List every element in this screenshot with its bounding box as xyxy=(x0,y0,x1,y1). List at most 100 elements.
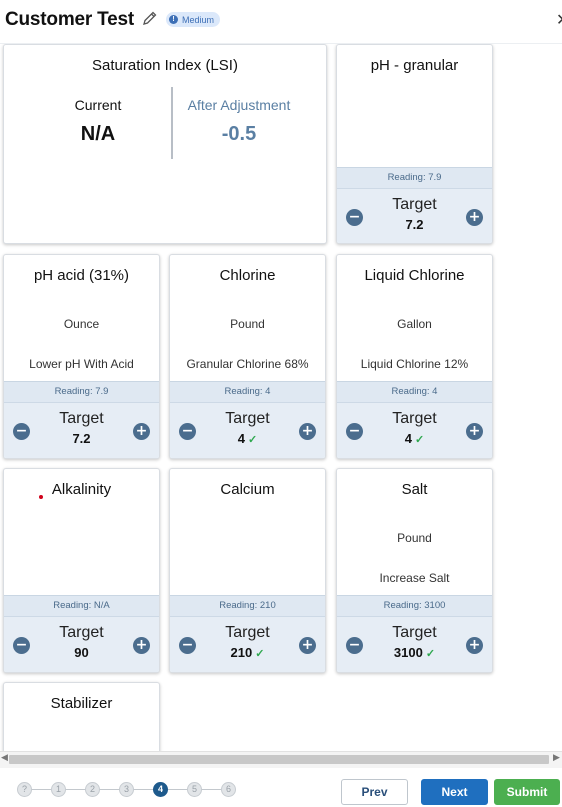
card-title: Chlorine xyxy=(219,267,276,284)
alert-dot-icon xyxy=(39,495,43,499)
target-control: − Target 4✓ + xyxy=(337,402,492,458)
decrease-button[interactable]: − xyxy=(179,637,196,654)
page-title: Customer Test xyxy=(5,9,135,30)
card-grid[interactable]: Saturation Index (LSI) Current N/A After… xyxy=(0,44,562,751)
increase-button[interactable]: + xyxy=(299,423,316,440)
product-label: Liquid Chlorine 12% xyxy=(360,357,469,371)
step-5[interactable]: 5 xyxy=(187,782,202,797)
target-label: Target xyxy=(392,410,437,427)
scrollbar-thumb[interactable] xyxy=(9,755,549,764)
target-value: 7.2 xyxy=(405,217,424,232)
decrease-button[interactable]: − xyxy=(13,423,30,440)
increase-button[interactable]: + xyxy=(133,423,150,440)
target-label: Target xyxy=(225,624,270,641)
submit-button[interactable]: Submit xyxy=(494,779,560,805)
card-liquid-chlorine: Liquid Chlorine Gallon Liquid Chlorine 1… xyxy=(336,254,493,459)
unit-label: Pound xyxy=(397,531,432,545)
target-label: Target xyxy=(225,410,270,427)
reading-label: Reading: 4 xyxy=(337,381,492,402)
product-label: Increase Salt xyxy=(379,571,450,585)
product-label: Lower pH With Acid xyxy=(29,357,134,371)
increase-button[interactable]: + xyxy=(466,209,483,226)
reading-label: Reading: 4 xyxy=(170,381,325,402)
target-control: − Target 4✓ + xyxy=(170,402,325,458)
scroll-left-icon[interactable]: ◀ xyxy=(1,753,8,763)
target-control: − Target 90 + xyxy=(4,616,159,672)
card-title: Alkalinity xyxy=(51,481,112,498)
close-icon[interactable]: ✕ xyxy=(556,10,562,29)
card-calcium: Calcium Reading: 210 − Target 210✓ + xyxy=(169,468,326,673)
target-control: − Target 3100✓ + xyxy=(337,616,492,672)
product-label: Granular Chlorine 68% xyxy=(186,357,309,371)
check-icon: ✓ xyxy=(248,434,258,446)
decrease-button[interactable]: − xyxy=(346,637,363,654)
target-control: − Target 7.2 + xyxy=(337,188,492,243)
reading-label: Reading: 210 xyxy=(170,595,325,616)
lsi-current-value: N/A xyxy=(80,123,116,145)
increase-button[interactable]: + xyxy=(466,423,483,440)
unit-label: Pound xyxy=(230,317,265,331)
step-4[interactable]: 4 xyxy=(153,782,168,797)
card-title: pH acid (31%) xyxy=(33,267,130,284)
target-value: 210✓ xyxy=(230,645,265,660)
lsi-after-value: -0.5 xyxy=(221,123,257,145)
card-title: Calcium xyxy=(220,481,275,498)
check-icon: ✓ xyxy=(425,648,436,660)
decrease-button[interactable]: − xyxy=(179,423,196,440)
unit-label: Ounce xyxy=(63,317,100,331)
footer: ? 1 2 3 4 5 6 Prev Next Submit xyxy=(0,768,562,807)
target-control: − Target 7.2 + xyxy=(4,402,159,458)
lsi-card: Saturation Index (LSI) Current N/A After… xyxy=(3,44,327,244)
increase-button[interactable]: + xyxy=(299,637,316,654)
decrease-button[interactable]: − xyxy=(346,423,363,440)
step-6[interactable]: 6 xyxy=(221,782,236,797)
target-value: 7.2 xyxy=(72,431,91,446)
priority-label: Medium xyxy=(182,14,215,25)
lsi-current-label: Current xyxy=(74,97,122,113)
reading-label: Reading: N/A xyxy=(4,595,159,616)
horizontal-scrollbar[interactable]: ◀ ▶ xyxy=(0,751,562,768)
target-label: Target xyxy=(392,196,437,213)
prev-button[interactable]: Prev xyxy=(341,779,408,805)
increase-button[interactable]: + xyxy=(133,637,150,654)
target-value: 3100✓ xyxy=(393,645,436,660)
scroll-right-icon[interactable]: ▶ xyxy=(553,753,560,763)
step-3[interactable]: 3 xyxy=(119,782,134,797)
target-label: Target xyxy=(59,624,104,641)
next-button[interactable]: Next xyxy=(421,779,488,805)
step-help[interactable]: ? xyxy=(17,782,32,797)
card-title: Liquid Chlorine xyxy=(364,267,465,284)
increase-button[interactable]: + xyxy=(466,637,483,654)
target-value: 90 xyxy=(74,645,89,660)
card-title: Salt xyxy=(401,481,428,498)
target-control: − Target 210✓ + xyxy=(170,616,325,672)
card-title: pH - granular xyxy=(370,57,459,74)
step-1[interactable]: 1 xyxy=(51,782,66,797)
card-stabilizer: Stabilizer xyxy=(3,682,160,751)
pencil-icon[interactable] xyxy=(142,10,158,26)
card-ph-acid: pH acid (31%) Ounce Lower pH With Acid R… xyxy=(3,254,160,459)
priority-badge: ! Medium xyxy=(166,12,221,27)
card-ph-granular: pH - granular Reading: 7.9 − Target 7.2 … xyxy=(336,44,493,244)
reading-label: Reading: 7.9 xyxy=(337,167,492,188)
target-value: 4✓ xyxy=(237,431,258,446)
decrease-button[interactable]: − xyxy=(346,209,363,226)
step-2[interactable]: 2 xyxy=(85,782,100,797)
card-salt: Salt Pound Increase Salt Reading: 3100 −… xyxy=(336,468,493,673)
alert-icon: ! xyxy=(169,15,178,24)
lsi-title: Saturation Index (LSI) xyxy=(92,57,238,74)
reading-label: Reading: 7.9 xyxy=(4,381,159,402)
target-label: Target xyxy=(59,410,104,427)
card-chlorine: Chlorine Pound Granular Chlorine 68% Rea… xyxy=(169,254,326,459)
header: Customer Test ! Medium ✕ xyxy=(0,0,562,44)
lsi-after-label: After Adjustment xyxy=(187,97,291,113)
unit-label: Gallon xyxy=(397,317,432,331)
card-title: Stabilizer xyxy=(50,695,113,712)
decrease-button[interactable]: − xyxy=(13,637,30,654)
lsi-divider xyxy=(171,87,173,159)
target-value: 4✓ xyxy=(404,431,425,446)
check-icon: ✓ xyxy=(415,434,425,446)
check-icon: ✓ xyxy=(255,648,265,660)
reading-label: Reading: 3100 xyxy=(337,595,492,616)
target-label: Target xyxy=(392,624,437,641)
